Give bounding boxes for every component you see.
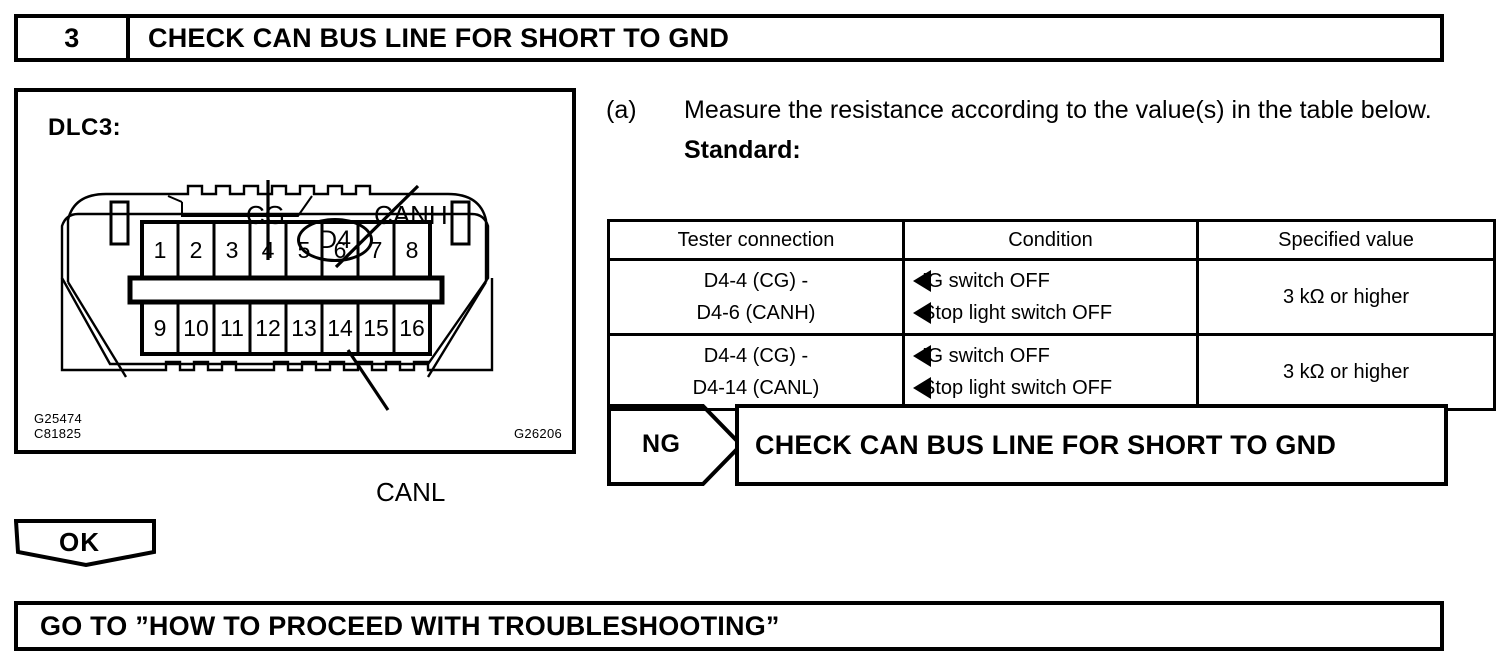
step-number: 3 <box>18 18 130 58</box>
condition-text: IG switch OFF <box>922 270 1050 292</box>
instruction-block: (a) Measure the resistance according to … <box>606 90 1450 169</box>
connector-side-left <box>66 281 128 378</box>
ok-result-block: OK <box>13 519 164 568</box>
cell-specified-value: 3 kΩ or higher <box>1196 333 1496 411</box>
figure-code-left: G25474 C81825 <box>34 411 83 442</box>
pin-label-16: 16 <box>399 315 425 341</box>
connector-left-curl <box>66 192 107 282</box>
condition-item: IG switch OFF <box>913 265 1190 297</box>
leader-line-canl <box>346 349 390 411</box>
cell-specified-value: 3 kΩ or higher <box>1196 258 1496 336</box>
column-header-condition: Condition <box>902 219 1199 261</box>
column-header-specified-value: Specified value <box>1196 219 1496 261</box>
pin-label-5: 5 <box>298 237 311 263</box>
table-header-row: Tester connection Condition Specified va… <box>607 219 1496 261</box>
pin-label-12: 12 <box>255 315 281 341</box>
column-header-tester-connection: Tester connection <box>607 219 905 261</box>
table-row: D4-4 (CG) - D4-6 (CANH) IG switch OFF St… <box>607 258 1496 336</box>
pin-label-3: 3 <box>226 237 239 263</box>
condition-text: Stop light switch OFF <box>922 377 1113 399</box>
figure-label-canl: CANL <box>376 477 446 507</box>
ng-label: NG <box>642 430 681 458</box>
dlc3-connector-drawing: 1 2 3 4 5 6 7 8 9 10 11 12 13 14 15 16 <box>60 180 494 411</box>
specification-table: Tester connection Condition Specified va… <box>607 219 1496 411</box>
leader-line-canh <box>334 184 420 269</box>
condition-item: Stop light switch OFF <box>913 372 1190 404</box>
triangle-bullet-icon <box>913 345 931 367</box>
connector-right-curl <box>447 192 488 282</box>
connector-top-serration <box>106 184 448 196</box>
pin-label-11: 11 <box>220 315 244 341</box>
connector-right-tab <box>450 200 471 246</box>
connector-key-notch-tip <box>167 195 183 203</box>
pin-label-1: 1 <box>154 237 167 263</box>
cell-condition: IG switch OFF Stop light switch OFF <box>902 258 1199 336</box>
cell-condition: IG switch OFF Stop light switch OFF <box>902 333 1199 411</box>
pin-row-top <box>140 220 432 280</box>
cell-tester-connection: D4-4 (CG) - D4-6 (CANH) <box>607 258 905 336</box>
ng-arrow-shape <box>607 404 743 486</box>
pin-label-10: 10 <box>183 315 209 341</box>
pin-label-2: 2 <box>190 237 203 263</box>
pin-label-14: 14 <box>327 315 353 341</box>
instruction-text: Measure the resistance according to the … <box>684 96 1432 124</box>
ok-arrow-shape <box>13 519 156 568</box>
triangle-bullet-icon <box>913 302 931 324</box>
pin-label-9: 9 <box>154 315 167 341</box>
cell-tester-connection: D4-4 (CG) - D4-14 (CANL) <box>607 333 905 411</box>
figure-connector-name: DLC3: <box>48 114 122 141</box>
ok-label: OK <box>59 527 100 557</box>
step-title: CHECK CAN BUS LINE FOR SHORT TO GND <box>148 22 730 53</box>
pin-number-labels: 1 2 3 4 5 6 7 8 9 10 11 12 13 14 15 16 <box>154 237 425 341</box>
connector-shell-outline <box>60 212 490 366</box>
dlc3-figure-panel: DLC3: CG CANH CANL D4 <box>14 88 576 507</box>
triangle-bullet-icon <box>913 270 931 292</box>
pin-label-15: 15 <box>363 315 389 341</box>
connector-bottom-serration <box>98 360 458 372</box>
pin-label-6: 6 <box>334 237 347 263</box>
condition-item: IG switch OFF <box>913 340 1190 372</box>
connector-bottom-left-edge <box>60 278 98 372</box>
ng-action-text: CHECK CAN BUS LINE FOR SHORT TO GND <box>735 404 1448 486</box>
instruction-row: (a) Measure the resistance according to … <box>606 90 1450 131</box>
figure-code-right: G26206 <box>513 426 562 442</box>
instruction-marker: (a) <box>606 96 637 124</box>
step-header-bar: 3 CHECK CAN BUS LINE FOR SHORT TO GND <box>14 14 1444 62</box>
triangle-bullet-icon <box>913 377 931 399</box>
condition-text: Stop light switch OFF <box>922 302 1113 324</box>
pin-label-8: 8 <box>406 237 419 263</box>
connector-key-notch <box>181 195 313 217</box>
connector-center-bar <box>127 275 445 305</box>
pin-label-13: 13 <box>291 315 317 341</box>
connector-left-tab <box>109 200 130 246</box>
pin-label-4: 4 <box>262 237 275 263</box>
connector-bottom-right-edge <box>458 278 494 372</box>
ng-result-block: NG CHECK CAN BUS LINE FOR SHORT TO GND <box>607 404 1448 486</box>
table-row: D4-4 (CG) - D4-14 (CANL) IG switch OFF S… <box>607 333 1496 411</box>
pin-label-7: 7 <box>370 237 383 263</box>
condition-item: Stop light switch OFF <box>913 297 1190 329</box>
figure-connector-badge-d4: D4 <box>297 218 373 262</box>
condition-text: IG switch OFF <box>922 345 1050 367</box>
standard-label: Standard: <box>684 136 801 164</box>
goto-troubleshooting-bar: GO TO ”HOW TO PROCEED WITH TROUBLESHOOTI… <box>14 601 1444 651</box>
connector-side-right <box>426 281 488 378</box>
pin-row-bottom <box>140 300 432 356</box>
